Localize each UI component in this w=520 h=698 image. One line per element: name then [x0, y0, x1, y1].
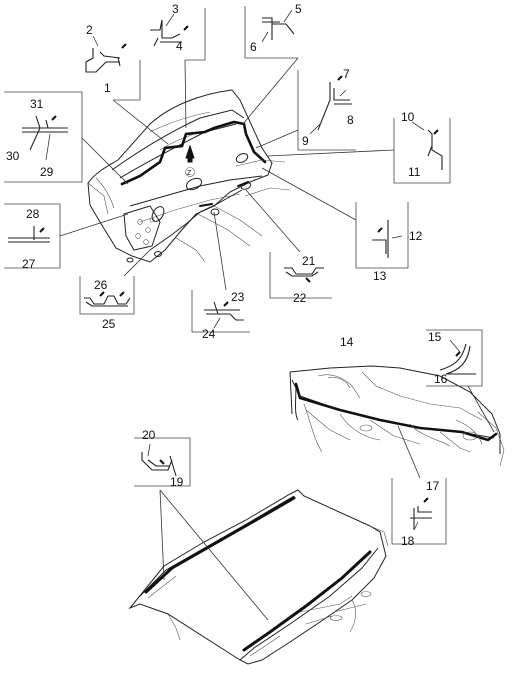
- callout-24: 24: [202, 327, 216, 341]
- callout-10: 10: [401, 110, 415, 124]
- detail-box-17-18: [391, 478, 447, 545]
- callout-29: 29: [40, 165, 54, 179]
- callout-28: 28: [26, 207, 40, 221]
- callout-1: 1: [104, 81, 111, 95]
- detail-box-7-9: [297, 70, 356, 151]
- marker-label: Z: [187, 170, 192, 177]
- detail-box-10-11: [393, 118, 451, 184]
- detail-box-21-22: [269, 252, 332, 299]
- callout-4: 4: [176, 39, 183, 53]
- callout-5: 5: [295, 2, 302, 16]
- detail-box-5-6: [244, 6, 298, 59]
- callout-27: 27: [22, 257, 36, 271]
- callout-22: 22: [293, 291, 307, 305]
- callout-9: 9: [302, 134, 309, 148]
- detail-box-25-26: [79, 276, 135, 315]
- callout-12: 12: [409, 229, 423, 243]
- callout-7: 7: [343, 67, 350, 81]
- detail-box-12-13: [355, 202, 409, 269]
- callout-2: 2: [86, 23, 93, 37]
- detail-box-3-4: [185, 8, 206, 61]
- callout-14: 14: [340, 335, 354, 349]
- callout-13: 13: [373, 269, 387, 283]
- detail-box-23-24: [191, 290, 250, 333]
- callout-17: 17: [426, 479, 440, 493]
- rear-end-panel-assembly: [289, 365, 505, 467]
- callout-6: 6: [250, 40, 257, 54]
- detail-box-15-16: [426, 329, 483, 387]
- cross-sections-middle: [410, 339, 476, 531]
- callout-labels: 1 2 3 4 5 6 7 8 9 10 11 12 13 14 15 16 1…: [6, 2, 448, 548]
- callout-30: 30: [6, 149, 20, 163]
- callout-18: 18: [401, 534, 415, 548]
- detail-box-1: [113, 60, 141, 101]
- direction-arrow-icon: [185, 144, 195, 163]
- callout-11: 11: [408, 165, 421, 179]
- marker-circle-icon: [185, 167, 195, 177]
- callout-20: 20: [142, 428, 156, 442]
- cross-sections-upper: [8, 9, 443, 329]
- callout-23: 23: [231, 290, 245, 304]
- rear-body-assembly: Z: [87, 89, 291, 263]
- callout-26: 26: [94, 278, 108, 292]
- callout-16: 16: [434, 372, 448, 386]
- roof-panel-assembly: [128, 489, 389, 665]
- leader-lines-upper: [59, 57, 395, 291]
- cross-sections-lower: [141, 443, 177, 477]
- detail-boxes-upper: [4, 6, 451, 333]
- leader-lines-lower: [159, 489, 269, 621]
- callout-25: 25: [102, 317, 116, 331]
- detail-boxes-middle: [391, 329, 483, 545]
- detail-box-29-31: [4, 91, 83, 183]
- leader-lines-middle: [397, 385, 495, 479]
- callout-8: 8: [347, 113, 354, 127]
- callout-3: 3: [172, 2, 179, 16]
- callout-15: 15: [428, 330, 442, 344]
- callout-31: 31: [30, 97, 44, 111]
- callout-19: 19: [170, 475, 184, 489]
- detail-boxes-lower: [134, 437, 191, 487]
- callout-21: 21: [302, 254, 316, 268]
- detail-box-19-20: [134, 437, 191, 487]
